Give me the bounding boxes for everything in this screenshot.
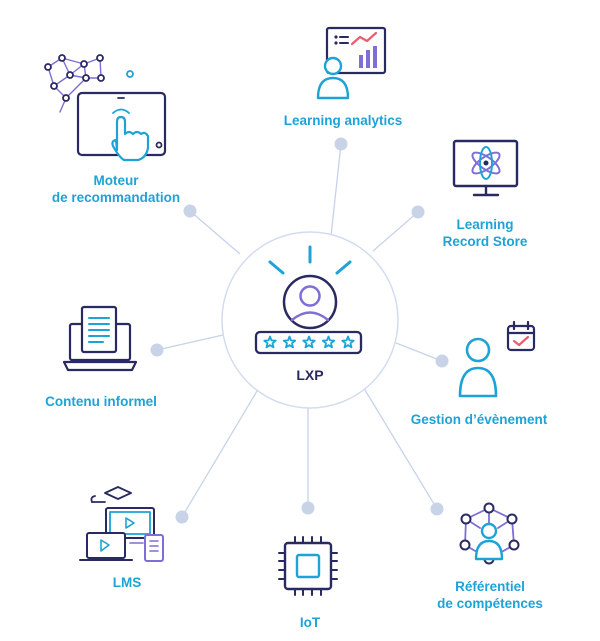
connector-skills xyxy=(361,384,438,510)
center-label: LXP xyxy=(296,367,323,383)
label-line: Gestion d’évènement xyxy=(410,412,548,427)
dot-reco xyxy=(183,204,197,218)
label-line: Moteur xyxy=(93,173,139,188)
connector-events xyxy=(395,342,443,362)
connector-lines xyxy=(156,143,443,518)
dot-lrs xyxy=(411,205,425,219)
dot-events xyxy=(435,354,449,368)
star-icon xyxy=(263,335,277,349)
dot-skills xyxy=(430,502,444,516)
label-line: de compétences xyxy=(437,596,543,611)
label-lrs: Learning Record Store xyxy=(443,216,528,250)
connector-lms xyxy=(181,385,261,518)
person-calendar-icon xyxy=(458,320,536,398)
dot-iot xyxy=(301,501,315,515)
label-line: Learning analytics xyxy=(283,113,403,128)
dot-analytics xyxy=(334,137,348,151)
person-rating-icon xyxy=(254,245,363,355)
touch-tablet-network-icon xyxy=(44,54,167,162)
monitor-atom-icon xyxy=(452,139,519,197)
star-icon xyxy=(341,335,355,349)
star-icon xyxy=(321,335,336,349)
connector-dots xyxy=(150,137,449,524)
connector-lrs xyxy=(372,211,419,252)
connector-informal xyxy=(156,334,224,351)
label-line: Record Store xyxy=(442,234,528,249)
label-line: Contenu informel xyxy=(45,394,157,409)
dot-informal xyxy=(150,343,164,357)
connector-analytics xyxy=(330,143,342,237)
star-icon xyxy=(302,335,316,349)
label-line: LMS xyxy=(112,575,142,590)
laptop-document-icon xyxy=(62,305,138,372)
label-line: IoT xyxy=(299,615,321,630)
connector-reco xyxy=(189,210,241,255)
lxp-center-node: LXP xyxy=(221,231,399,409)
label-line: de recommandation xyxy=(51,190,181,205)
label-informal: Contenu informel xyxy=(45,393,157,410)
label-iot: IoT xyxy=(300,614,320,631)
analytics-dashboard-icon xyxy=(316,26,387,100)
label-line: Référentiel xyxy=(455,579,525,594)
label-lms: LMS xyxy=(113,574,142,591)
chip-icon xyxy=(278,536,338,596)
star-icon xyxy=(282,335,297,349)
center-circle xyxy=(221,231,399,409)
person-network-icon xyxy=(459,502,520,565)
label-analytics: Learning analytics xyxy=(284,112,403,129)
dot-lms xyxy=(175,510,189,524)
label-line: Learning xyxy=(456,217,514,232)
label-events: Gestion d’évènement xyxy=(411,411,548,428)
label-reco: Moteur de recommandation xyxy=(52,172,180,206)
label-skills: Référentiel de compétences xyxy=(437,578,543,612)
lms-devices-icon xyxy=(79,486,164,562)
